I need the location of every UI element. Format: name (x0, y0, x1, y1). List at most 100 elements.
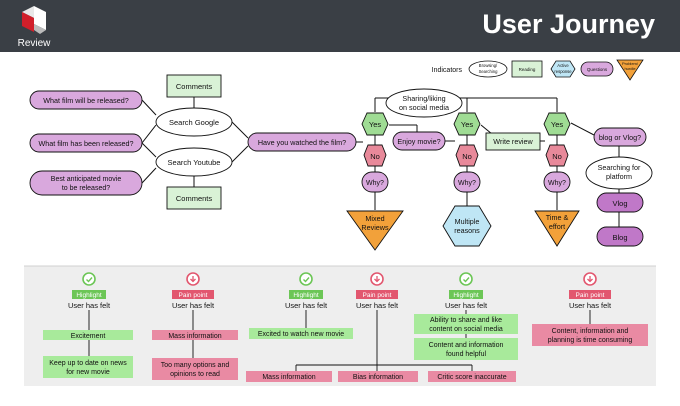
too-many-line2: opinions to read (170, 371, 220, 378)
comments-top-box (166, 74, 222, 98)
why-label-1: Why? (366, 180, 384, 187)
why-question-1 (361, 171, 389, 193)
why-label-3: Why? (548, 180, 566, 187)
legend-label: Indicators (432, 67, 463, 74)
vlog-node (596, 192, 644, 213)
user-felt-2: User has felt (172, 301, 215, 310)
keep-up-line1: Keep up to date on news (49, 360, 127, 367)
enjoy-movie-question (392, 131, 446, 151)
searching-platform-line1: Searching for (598, 163, 641, 172)
excited-watch-text: Excited to watch new movie (258, 331, 344, 338)
mixed-reviews-hurdle (346, 210, 404, 251)
user-felt-5: User has felt (445, 301, 488, 310)
feeling-highlight-2: Highlight User has felt Excited to watch… (249, 272, 353, 339)
ability-share-line1: Ability to share and like (430, 317, 502, 324)
too-many-line1: Too many options and (161, 362, 230, 369)
entry-questions: What film will be released? What film ha… (29, 90, 143, 196)
user-felt-1: User has felt (68, 301, 111, 310)
page-title: User Journey (482, 9, 655, 39)
search-youtube-node (155, 147, 233, 177)
why-question-3 (543, 171, 571, 193)
question-will-release: What film will be released? (43, 96, 129, 105)
feeling-pain-3: Pain point User has felt Content, inform… (532, 272, 648, 346)
blog-node (596, 226, 644, 247)
sharing-line2: on social media (399, 103, 449, 112)
feeling-pain-1: Pain point User has felt Mass informatio… (152, 272, 238, 380)
question-has-released: What film has been released? (38, 139, 133, 148)
yes-hexagon-3 (543, 112, 571, 136)
no-hexagon-3 (545, 144, 569, 167)
blog-label: Blog (612, 233, 627, 242)
no-hexagon-1 (363, 144, 387, 167)
searching-platform-node (585, 156, 653, 190)
time-effort-line2: effort (549, 222, 565, 231)
time-effort-hurdle (534, 210, 580, 247)
header-bar (0, 0, 680, 52)
legend-browsing-line1: Browsing/ (479, 63, 498, 68)
legend-hurdle-line2: hurdle (624, 66, 636, 71)
feeling-connectors (88, 310, 591, 371)
watched-label: Have you watched the film? (258, 138, 346, 147)
critic-score-text: Critic score inaccurate (437, 374, 506, 381)
content-consuming-line1: Content, information and (552, 328, 629, 335)
search-google-node (155, 107, 233, 137)
search-youtube-label: Search Youtube (168, 158, 221, 167)
blog-vlog-label: blog or Vlog? (599, 133, 641, 142)
multiple-reasons-line2: reasons (454, 226, 480, 235)
highlight-tag-3: Highlight (453, 292, 478, 299)
yes-label-3: Yes (551, 120, 563, 129)
yes-hexagon-2 (453, 112, 481, 136)
legend-active-line1: Active (557, 63, 569, 68)
yes-hexagon-1 (361, 112, 389, 136)
legend-browsing-line2: Searching (479, 69, 499, 74)
content-helpful-line1: Content and information (429, 342, 504, 349)
thumbs-up-icon (82, 272, 96, 286)
ability-share-line2: content on social media (429, 326, 503, 333)
vlog-label: Vlog (612, 199, 627, 208)
flow-connectors (141, 97, 620, 227)
pain-tag-1: Pain point (179, 292, 208, 299)
question-anticipated-line1: Best anticipated movie (51, 176, 122, 183)
legend-question-label: Questions (587, 67, 608, 72)
feeling-highlight-1: Highlight User has felt Excitement Keep … (43, 272, 133, 378)
brand-logo: Review (18, 6, 51, 49)
excitement-text: Excitement (71, 333, 106, 340)
feeling-pain-2: Pain point User has felt Mass informatio… (246, 272, 516, 382)
legend-browsing-shape (468, 60, 508, 78)
yes-label-1: Yes (369, 120, 381, 129)
legend-reading-label: Reading (519, 67, 536, 72)
write-review-node (485, 132, 541, 151)
yes-label-2: Yes (461, 120, 473, 129)
user-felt-6: User has felt (569, 301, 612, 310)
legend-reading-shape (511, 60, 543, 78)
user-felt-4: User has felt (356, 301, 399, 310)
blog-vlog-question (593, 127, 647, 147)
legend-active-line2: response (554, 69, 572, 74)
user-felt-3: User has felt (285, 301, 328, 310)
no-label-1: No (370, 152, 380, 161)
question-anticipated-line2: to be released? (62, 185, 110, 192)
thumbs-up-icon-2 (299, 272, 313, 286)
legend-active-shape (550, 60, 576, 78)
content-consuming-line2: planning is time consuming (548, 337, 633, 344)
comments-bottom-label: Comments (176, 194, 213, 203)
sharing-node (385, 88, 463, 118)
highlight-tag-1: Highlight (76, 292, 101, 299)
thumbs-up-icon-3 (459, 272, 473, 286)
bias-info-text: Bias information (353, 374, 403, 381)
legend-question-shape (580, 61, 614, 77)
time-effort-line1: Time & (546, 213, 569, 222)
sharing-line1: Sharing/liking (402, 94, 445, 103)
write-review-label: Write review (493, 137, 533, 146)
search-google-label: Search Google (169, 118, 219, 127)
mixed-reviews-line2: Reviews (361, 223, 389, 232)
mixed-reviews-line1: Mixed (365, 214, 384, 223)
feeling-highlight-3: Highlight User has felt Ability to share… (414, 272, 518, 360)
pain-tag-2: Pain point (363, 292, 392, 299)
highlight-tag-2: Highlight (293, 292, 318, 299)
why-question-2 (453, 171, 481, 193)
multiple-reasons-hexagon (442, 205, 492, 247)
searching-platform-line2: platform (606, 172, 632, 181)
mass-info-text-2: Mass information (262, 374, 315, 381)
